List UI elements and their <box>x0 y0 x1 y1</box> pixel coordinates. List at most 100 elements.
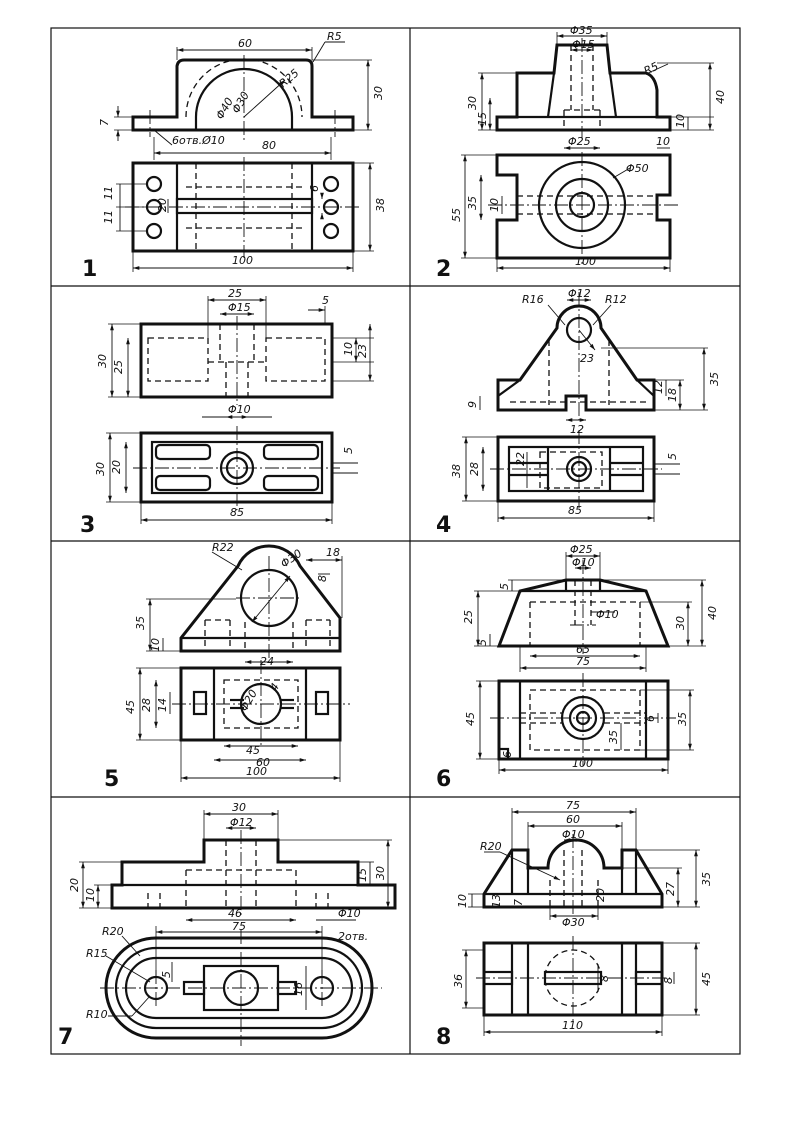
p3-dim-length: 85 <box>230 506 244 519</box>
p6-number: 6 <box>436 767 451 792</box>
panel-2: Φ35 Φ15 R5 30 15 40 10 Φ25 10 Φ50 55 35 … <box>436 24 727 282</box>
p4-dim-total-h: 35 <box>708 372 721 386</box>
p7-dim-top-width: 30 <box>232 801 246 814</box>
p5-dim-mid-len: 60 <box>256 756 270 769</box>
p8-dim-total-h: 35 <box>700 872 713 886</box>
p7-dim-r10: R10 <box>86 1008 108 1021</box>
p3-number: 3 <box>80 513 95 538</box>
panel-6: Φ25 Φ10 Φ10 5 25 5 30 40 65 75 45 6 35 3… <box>436 543 719 792</box>
p4-dim-slot-depth: 22 <box>514 452 527 466</box>
p6-top-outline <box>497 679 670 761</box>
p8-dim-mid-len: 60 <box>566 813 580 826</box>
p8-dim-depth: 36 <box>452 974 465 988</box>
p2-dim-base-right: 10 <box>656 135 670 148</box>
p2-dim-h-right-low: 10 <box>674 114 687 128</box>
p5-dim-slot: 14 <box>156 698 169 712</box>
p7-dim-height: 20 <box>68 878 81 892</box>
p8-dim-slot: 8 <box>598 975 611 982</box>
p1-dim-slot-h: 6 <box>308 185 321 192</box>
p5-dim-hole-dia: Φ20 <box>237 687 260 713</box>
p3-dim-bottom-dia: Φ10 <box>228 403 251 416</box>
p4-dim-top-dia: Φ12 <box>568 287 591 300</box>
p2-front-outline <box>495 43 672 132</box>
p8-dim-length: 110 <box>562 1019 583 1032</box>
p2-dim-r5: R5 <box>642 60 661 78</box>
p3-dim-gap: 5 <box>322 294 329 307</box>
p4-dim-r12: R12 <box>605 293 627 306</box>
p6-dim-length: 100 <box>572 757 593 770</box>
p6-dim-hole-dia: Φ10 <box>596 608 619 621</box>
panel-8: 75 60 Φ10 R20 10 13 7 20 Φ30 27 35 36 8 … <box>436 799 713 1050</box>
p6-dim-height: 25 <box>462 610 475 624</box>
p4-dim-slot: 5 <box>666 453 679 460</box>
p4-dim-side-h: 12 <box>652 380 665 394</box>
p1-dim-length: 100 <box>232 254 253 267</box>
p8-dim-top-len: 75 <box>566 799 580 812</box>
p2-dim-slot: 10 <box>488 198 501 212</box>
p4-dim-depth: 38 <box>450 464 463 478</box>
p6-dim-slot: 6 <box>644 715 657 722</box>
p7-dim-r15: R15 <box>86 947 108 960</box>
p1-dim-row-b: 11 <box>102 210 115 224</box>
panel-1: 60 R5 R25 Φ40 Φ30 7 30 6отв.Ø10 80 11 11… <box>82 30 387 282</box>
p7-dim-holes: 2отв. <box>338 930 368 943</box>
panel-4: Φ12 R16 R12 23 12 18 35 9 12 38 28 22 5 … <box>436 287 721 538</box>
p1-dim-height: 30 <box>372 86 385 100</box>
p8-number: 8 <box>436 1025 451 1050</box>
p7-dim-total-h: 30 <box>374 866 387 880</box>
p3-dim-slot: 5 <box>342 447 355 454</box>
p8-dim-right-depth: 45 <box>700 972 713 986</box>
p7-number: 7 <box>58 1025 73 1050</box>
p5-front-outline <box>179 544 342 653</box>
p8-dim-r20: R20 <box>480 840 502 853</box>
p6-dim-inner-dia: Φ10 <box>572 556 595 569</box>
p7-dim-inner-len: 46 <box>228 907 242 920</box>
p7-front-outline <box>110 838 397 910</box>
p1-dim-d30: Φ30 <box>229 89 252 115</box>
p8-dim-right-slot: 8 <box>662 977 675 984</box>
p8-dim-base-h: 10 <box>456 894 469 908</box>
p8-dim-top-dia: Φ10 <box>562 828 585 841</box>
p7-dim-rib: 16 <box>292 982 305 996</box>
p1-dim-depth: 38 <box>374 198 387 212</box>
panel-7: 30 Φ12 20 10 15 30 46 Φ10 2отв. 75 R20 R… <box>58 801 397 1050</box>
p3-front-outline <box>139 322 334 399</box>
p2-dim-inner-depth: 35 <box>466 196 479 210</box>
p1-front-outline <box>131 58 355 132</box>
p4-dim-length: 85 <box>568 504 582 517</box>
p4-dim-inner-depth: 28 <box>468 462 481 476</box>
p6-dim-inner-len: 65 <box>576 643 590 656</box>
p7-dim-hole-dia: Φ10 <box>338 907 361 920</box>
p8-dim-base-dia: Φ30 <box>562 916 585 929</box>
p6-dim-right-depth: 35 <box>676 712 689 726</box>
p8-dim-side: 13 <box>490 894 503 908</box>
p7-dim-span: 75 <box>232 920 246 933</box>
p5-dim-height: 35 <box>134 616 147 630</box>
p2-dim-h-left: 30 <box>466 96 479 110</box>
p6-dim-corner: 6 <box>501 751 514 758</box>
p6-dim-step: 5 <box>498 583 511 590</box>
panel-3: 25 Φ15 5 30 25 10 23 Φ10 30 20 5 85 3 <box>80 287 374 538</box>
p3-dim-depth: 30 <box>94 462 107 476</box>
p6-dim-right-h: 30 <box>674 616 687 630</box>
p8-dim-right-h: 27 <box>664 882 677 896</box>
p5-dim-depth: 45 <box>124 700 137 714</box>
p3-dim-inner-h: 25 <box>112 360 125 374</box>
p7-top-outline <box>104 936 374 1040</box>
p3-dim-top-width: 25 <box>228 287 242 300</box>
p8-dim-step: 7 <box>512 899 525 906</box>
p2-dim-h-left-low: 15 <box>476 112 489 126</box>
p5-dim-rib: 18 <box>326 546 340 559</box>
p1-dim-top-width: 60 <box>238 37 252 50</box>
p4-dim-r16: R16 <box>522 293 544 306</box>
p1-number: 1 <box>82 257 97 282</box>
p5-dim-base-h: 10 <box>149 638 162 652</box>
p2-dim-inner-dia: Φ15 <box>572 38 595 51</box>
p1-dim-span: 80 <box>262 139 276 152</box>
p5-dim-rib-small: 8 <box>316 575 329 582</box>
p4-front-outline <box>496 304 656 412</box>
p5-number: 5 <box>104 767 119 792</box>
p5-dim-gap: 24 <box>260 655 274 668</box>
